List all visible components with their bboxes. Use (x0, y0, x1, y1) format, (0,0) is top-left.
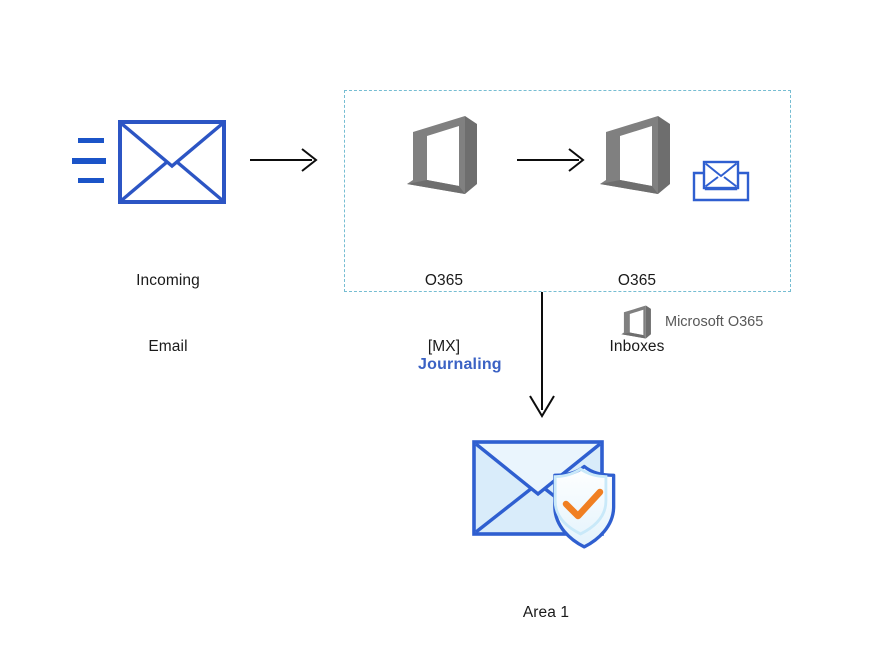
arrow-incoming-to-mx (250, 145, 322, 175)
area1-envelope-flap (474, 442, 602, 497)
envelope-flap (120, 122, 224, 169)
area1-envelope-flap-fill (476, 444, 600, 494)
caption-o365-inboxes: O365 Inboxes (559, 226, 715, 402)
arrow-mx-to-inboxes (517, 145, 589, 175)
arrow-head (529, 395, 555, 418)
office-icon-inner-window (427, 126, 459, 186)
arrow-head (301, 148, 318, 172)
node-o365-mx (405, 110, 483, 200)
caption-line-2: Email (148, 338, 188, 355)
caption-line-1: Area 1 (522, 604, 570, 621)
node-area1 (470, 436, 630, 549)
caption-o365-mx: O365 [MX] (366, 226, 522, 402)
office-icon-back-face (645, 305, 651, 339)
office-icon-bottom-shade (621, 332, 646, 339)
motion-line-top (78, 138, 104, 143)
tray-envelope-diag-right (723, 176, 738, 188)
shielded-envelope-icon (472, 440, 616, 549)
microsoft-office-icon (407, 116, 477, 194)
tray-envelope-diag-left (704, 176, 719, 188)
shield-inner-ring (553, 467, 608, 536)
checkmark-icon (562, 488, 604, 520)
motion-line-middle (72, 158, 106, 164)
caption-line-1: O365 (617, 272, 657, 289)
inbox-tray-icon (691, 159, 751, 203)
caption-line-2: Inboxes (609, 338, 665, 355)
legend-microsoft-office-icon (620, 303, 654, 341)
office-icon-back-face (465, 116, 477, 194)
envelope-diag-right (175, 160, 224, 202)
caption-area1: Area 1 email security (466, 558, 626, 653)
office-icon-inner-window (620, 126, 652, 186)
envelope-diag-left (120, 160, 169, 202)
arrow-inboxes-to-area1 (522, 292, 562, 420)
envelope-icon (72, 120, 226, 204)
arrow-head (568, 148, 585, 172)
office-icon-inner-window (629, 309, 644, 336)
microsoft-o365-zone-boundary (344, 90, 791, 292)
tray-envelope-flap (704, 162, 738, 178)
microsoft-office-icon (600, 116, 670, 194)
office-icon-bottom-shade (407, 180, 465, 194)
caption-line-1: O365 (424, 272, 464, 289)
caption-line-2: [MX] (427, 338, 461, 355)
motion-line-bottom (78, 178, 104, 183)
node-incoming-email (72, 118, 232, 208)
edge-label-journaling: Journaling (418, 356, 502, 373)
caption-incoming-email: Incoming Email (90, 226, 246, 402)
legend-label: Microsoft O365 (665, 314, 764, 330)
office-icon-back-face (658, 116, 670, 194)
caption-line-1: Incoming (136, 272, 200, 289)
office-icon-bottom-shade (600, 180, 658, 194)
area1-envelope-diag-left (474, 486, 534, 534)
node-o365-inboxes (598, 110, 676, 200)
